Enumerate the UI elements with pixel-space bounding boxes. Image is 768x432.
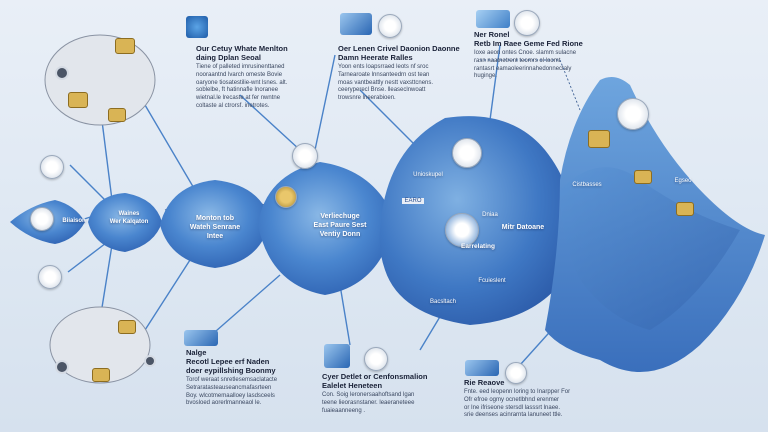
annotation-5: Cyer Detlet or Cenfonsmalion Ealelet Hen… (322, 372, 452, 415)
annotation-4: Nalge Recotl Lepee erf Naden doer eypill… (186, 348, 316, 408)
gold-box-icon (108, 108, 126, 122)
node-3-line3: Ventiy Donn (319, 231, 361, 238)
node-3-line1: Verliechuge (320, 213, 360, 220)
marker-bottom-left-2 (144, 355, 156, 367)
node-left-label: Biiaison (62, 218, 86, 224)
annotation-1: Our Cetuy Whate Menlton daing Dplan Seoa… (196, 44, 316, 111)
badge-n4-top-icon (452, 138, 482, 168)
marker-bottom-left (55, 360, 69, 374)
node-2-line2: Wateh Senrane (189, 224, 241, 231)
gold-box-icon (118, 320, 136, 334)
node-4-mid3: Earrelating (461, 243, 495, 250)
node-3-label: Verliechuge East Paure Sest Ventiy Donn (295, 212, 385, 239)
annotation-6: Rie Reaove Fnte. eed leopenn loring to I… (464, 378, 604, 420)
annotation-6-title: Rie Reaove (464, 378, 505, 387)
node-4-bottom: Bacsltach (429, 299, 456, 305)
badge-a3-icon (514, 10, 540, 36)
node-4-tag: EARO (402, 198, 424, 204)
thumbnail-a3 (476, 10, 510, 28)
gold-box-icon (92, 368, 110, 382)
gold-box-icon (676, 202, 694, 216)
badge-left-bottom-icon (38, 265, 62, 289)
node-2-label: Monton tob Wateh Senrane Intee (175, 214, 255, 241)
annotation-4-body: Torof weraat snretlesemsaclatacte Setrar… (186, 377, 278, 407)
contour-top-left (44, 34, 156, 126)
annotation-3-body: Ioxe aeon ontes Cnoe. slamm sulacne rasn… (474, 50, 577, 80)
badge-n5-icon (617, 98, 649, 130)
gold-box-icon (634, 170, 652, 184)
badge-left-top-icon (40, 155, 64, 179)
gold-box-icon (115, 38, 135, 54)
annotation-6-body: Fnte. eed leopenn loring to Inarpper For… (464, 389, 571, 419)
badge-n4-mid-icon (445, 213, 479, 247)
badge-left-node-icon (30, 207, 54, 231)
marker-top-left (55, 66, 69, 80)
annotation-2-body: Yoon ents loapsrraed leots nf sroc Tarne… (338, 64, 434, 102)
annotation-3: Ner Ronel Retb Im Raee Geme Fed Rione Io… (474, 30, 604, 81)
gold-box-icon (68, 92, 88, 108)
annotation-1-title: Our Cetuy Whate Menlton daing Dplan Seoa… (196, 44, 288, 62)
node-4-bottom2: Fcuieslent (478, 278, 506, 284)
badge-n3-coin-icon (275, 186, 297, 208)
node-4 (379, 116, 575, 325)
node-2-line1: Monton tob (195, 215, 235, 222)
badge-a2-icon (378, 14, 402, 38)
annotation-5-title: Cyer Detlet or Cenfonsmalion Ealelet Hen… (322, 372, 428, 390)
node-3-line2: East Paure Sest (313, 222, 367, 229)
annotation-3-title: Ner Ronel Retb Im Raee Geme Fed Rione (474, 30, 583, 48)
annotation-5-body: Con. Soig leronersaahoftsand lgan teene … (322, 392, 415, 414)
annotation-2-title: Oer Lenen Crivel Daonion Daonne Damn Hee… (338, 44, 460, 62)
node-2-line3: Intee (206, 233, 224, 240)
node-1-label: Waines Wer Kalqaton (98, 210, 160, 226)
node-5-label1: Cistbasses (572, 182, 602, 188)
thumbnail-a5 (324, 344, 350, 368)
thumbnail-a6 (465, 360, 499, 376)
node-4-mid2: Mitr Datoane (501, 224, 545, 231)
node-1 (88, 193, 162, 252)
node-1-line2: Wer Kalqaton (109, 219, 149, 225)
badge-a5-icon (364, 347, 388, 371)
thumbnail-a1 (186, 16, 208, 38)
gold-box-icon (588, 130, 610, 148)
node-2 (160, 180, 270, 268)
badge-a6-icon (505, 362, 527, 384)
node-5-label2: Egseo (674, 178, 692, 184)
annotation-1-body: Tiene of palleted imrusinenttaned nooraa… (196, 64, 288, 109)
annotation-4-title: Nalge Recotl Lepee erf Naden doer eypill… (186, 348, 276, 375)
annotation-2: Oer Lenen Crivel Daonion Daonne Damn Hee… (338, 44, 468, 103)
node-4-mid1: Dniaa (482, 212, 498, 218)
node-1-line1: Waines (118, 211, 140, 217)
badge-n3-icon (292, 143, 318, 169)
node-4-top-label: Unioskupel (413, 172, 443, 178)
thumbnail-a2 (340, 13, 372, 35)
thumbnail-a4 (184, 330, 218, 346)
node-5-ridge (560, 167, 740, 330)
